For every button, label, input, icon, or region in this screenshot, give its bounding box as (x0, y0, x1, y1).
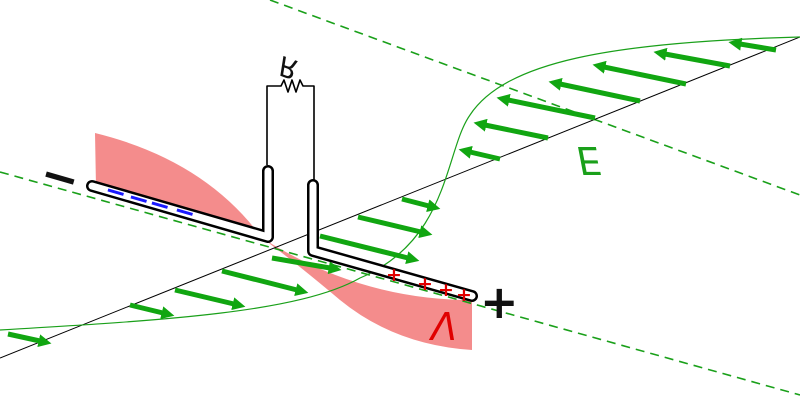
negative-charges: − − − − (101, 175, 199, 230)
dipole-arm-negative-core (88, 167, 272, 241)
voltage-lobe-positive (262, 238, 472, 350)
positive-charge: + (386, 264, 402, 286)
field-arrow (221, 268, 309, 296)
resistor-label-text: R (275, 49, 303, 85)
field-arrow (129, 302, 175, 320)
field-arrow (548, 77, 641, 104)
field-label: E (577, 138, 601, 182)
field-arrow (357, 214, 433, 239)
field-arrow (174, 287, 246, 311)
field-arrow (458, 145, 501, 162)
field-arrow (653, 47, 731, 69)
field-arrow (592, 60, 687, 87)
guide-line-lower (0, 171, 800, 396)
field-arrow (728, 37, 777, 53)
positive-charges: + + + + (386, 264, 472, 306)
voltage-label: V (428, 303, 457, 347)
voltage-label-text: V (428, 303, 457, 347)
dipole-antenna (86, 165, 478, 302)
dipole-arm-positive-core (309, 181, 476, 300)
field-arrow (473, 118, 549, 141)
field-arrow (401, 196, 441, 212)
voltage-distribution (95, 133, 472, 350)
resistor (266, 79, 315, 180)
positive-charge: + (456, 284, 472, 306)
guide-line-upper (269, 0, 800, 196)
positive-charge: + (438, 279, 454, 301)
field-label-text: E (577, 138, 601, 182)
resistor-wires (266, 79, 315, 180)
field-arrow (496, 93, 596, 121)
positive-charge: + (417, 273, 433, 295)
positive-terminal-label: + (480, 275, 519, 329)
field-arrow (7, 331, 52, 348)
field-arrow (271, 255, 342, 275)
field-arrows (7, 37, 777, 348)
resistor-label: R (275, 49, 303, 85)
voltage-lobe-negative (95, 133, 262, 238)
field-arrow (319, 233, 420, 264)
negative-terminal-label: − (34, 145, 86, 208)
